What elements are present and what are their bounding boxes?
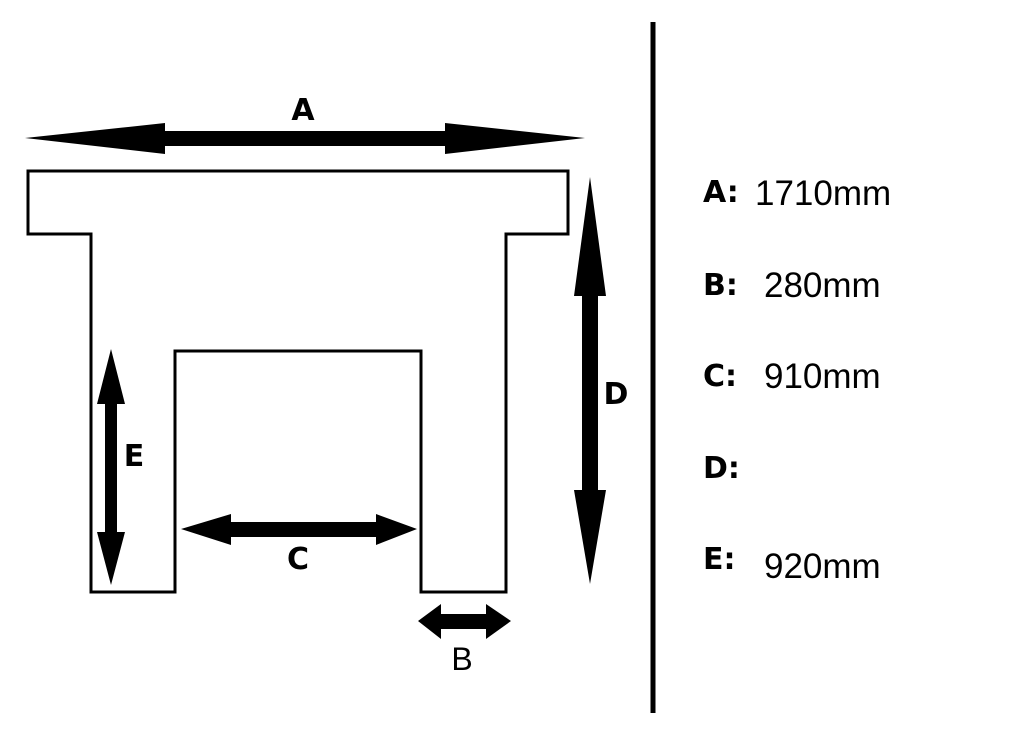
legend-key-d: D: xyxy=(703,451,740,486)
surround-outline xyxy=(26,169,570,594)
dimension-arrow-a xyxy=(25,123,585,154)
dimension-label-d: D xyxy=(604,377,629,412)
legend-key-b: B: xyxy=(703,268,738,303)
legend-value-a: 1710mm xyxy=(755,174,892,213)
dimension-label-e: E xyxy=(124,439,145,474)
legend-value-c: 910mm xyxy=(764,357,881,396)
dimension-arrow-e xyxy=(97,349,125,585)
dimension-arrow-c xyxy=(181,514,417,545)
legend-key-e: E: xyxy=(703,542,736,577)
dimension-label-a: A xyxy=(291,93,315,128)
dimension-arrow-b xyxy=(418,604,511,639)
dimension-arrow-d xyxy=(574,177,606,584)
legend-value-b: 280mm xyxy=(764,266,881,305)
legend-key-a: A: xyxy=(703,175,739,210)
dimension-label-c: C xyxy=(287,542,309,577)
dimension-label-b: B xyxy=(451,641,472,677)
legend-value-e: 920mm xyxy=(764,547,881,586)
legend-key-c: C: xyxy=(703,359,738,394)
